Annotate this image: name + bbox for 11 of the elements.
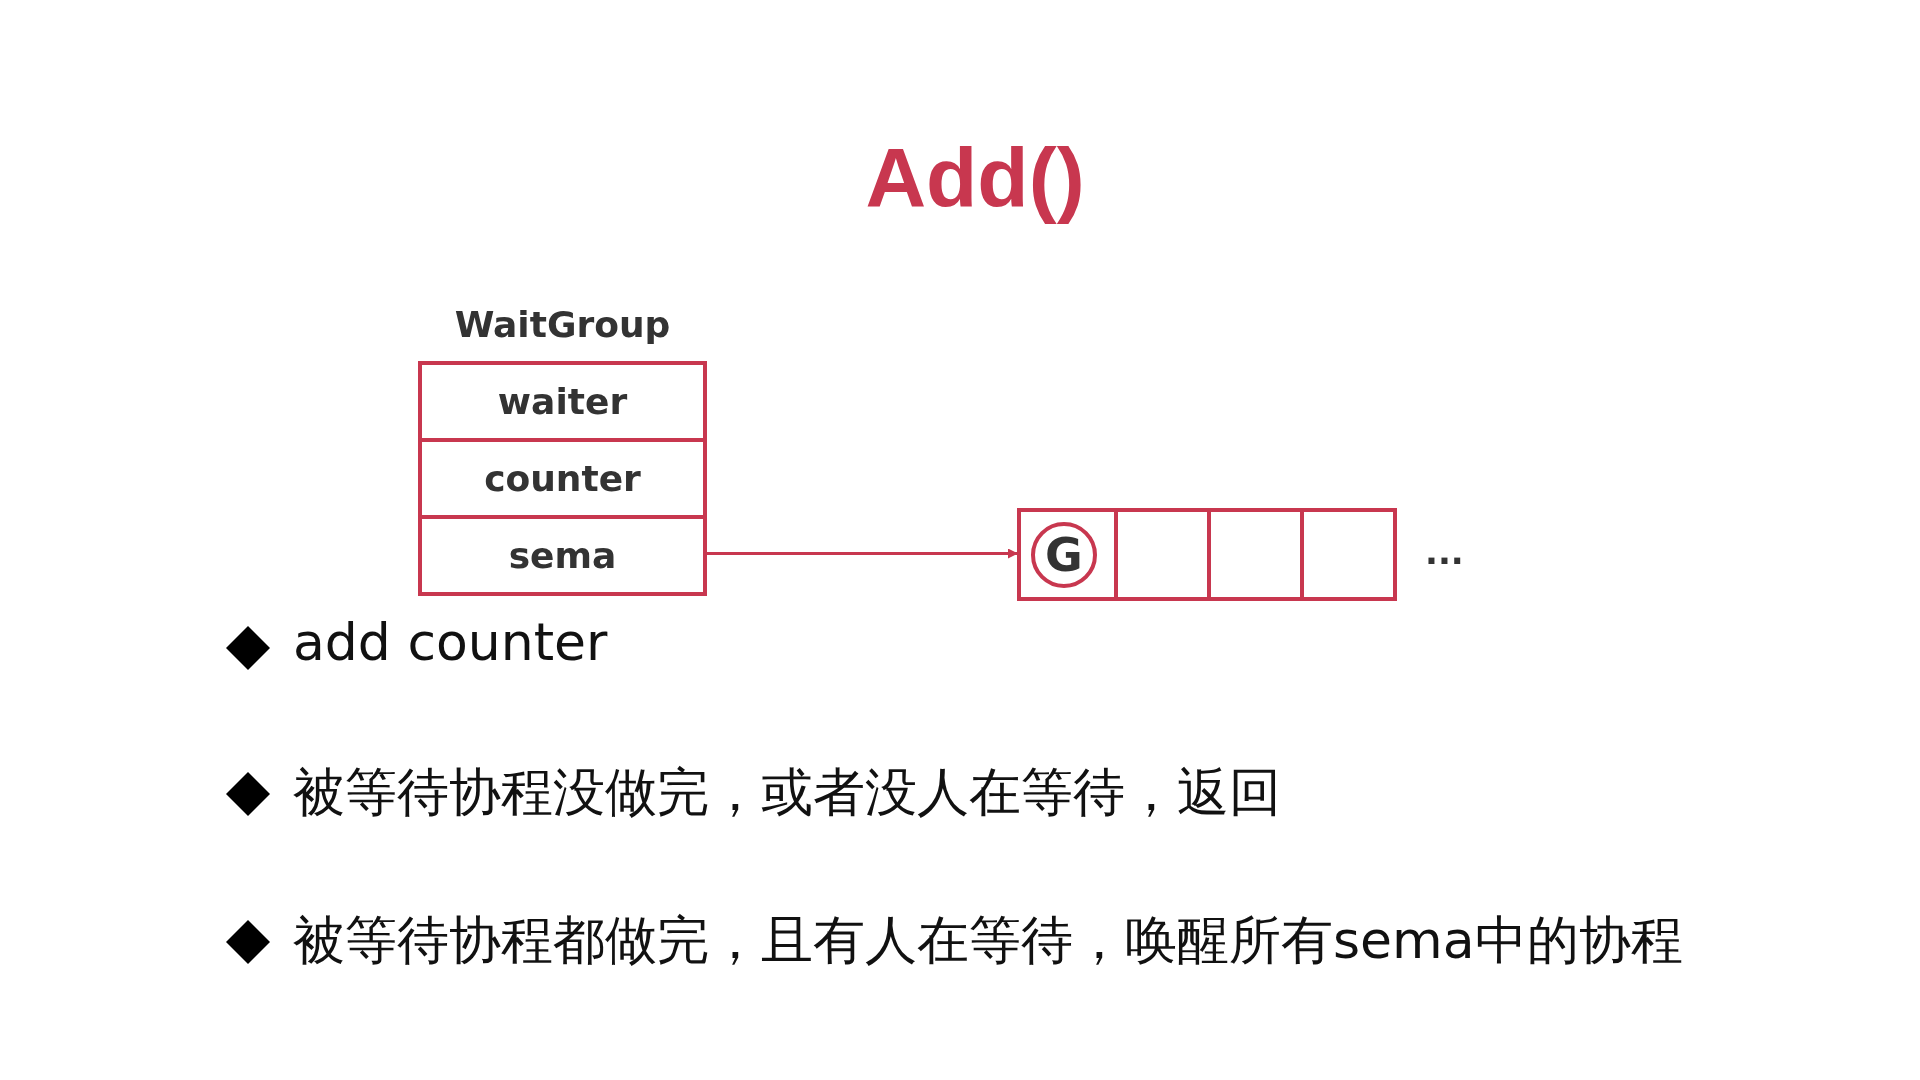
goroutine-circle: G <box>1031 522 1097 588</box>
slide-title: Add() <box>864 130 1086 227</box>
bullet-text: 被等待协程都做完，且有人在等待，唤醒所有sema中的协程 <box>293 909 1683 972</box>
field-cell: counter <box>422 438 703 515</box>
bullet-text: add counter <box>293 612 608 672</box>
table-heading: WaitGroup <box>453 305 672 347</box>
field-cell: waiter <box>422 365 703 438</box>
queue-box <box>1017 508 1397 601</box>
field-cell: sema <box>422 515 703 592</box>
bullet-text: 被等待协程没做完，或者没人在等待，返回 <box>293 761 1281 824</box>
ellipsis-text: ... <box>1425 532 1464 572</box>
